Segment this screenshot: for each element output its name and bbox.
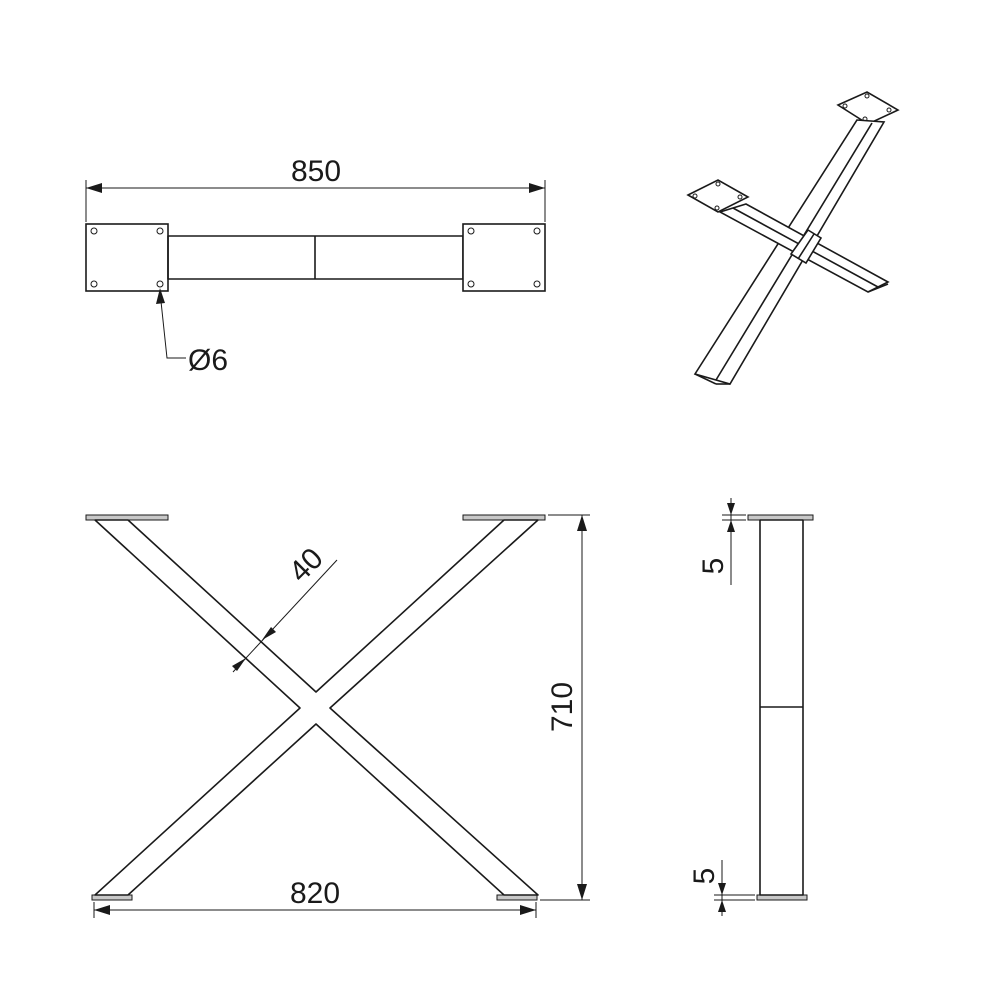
arrowhead [577, 884, 587, 900]
arrowhead [727, 503, 735, 515]
arrowhead [577, 515, 587, 531]
dim-text-710: 710 [546, 682, 579, 732]
mounting-hole [90, 227, 98, 235]
mounting-hole [715, 181, 721, 187]
iso-leg-long [693, 119, 886, 385]
side-view: 5 5 [688, 498, 814, 916]
mounting-hole [842, 103, 848, 109]
dim-text-850: 850 [291, 155, 341, 188]
arrowhead [156, 288, 165, 304]
mounting-hole [886, 107, 892, 113]
dim-line-40 [232, 559, 338, 673]
mounting-hole [737, 194, 743, 200]
mounting-hole [714, 205, 720, 211]
arrowhead [86, 183, 102, 193]
dim-text-5-top: 5 [697, 558, 730, 575]
arrowhead [718, 900, 726, 912]
mounting-hole [156, 280, 164, 288]
mounting-hole [90, 280, 98, 288]
arrowhead [232, 658, 246, 671]
arrowhead [262, 627, 276, 640]
top-view: 850 Ø6 [85, 155, 546, 377]
dim-text-hole-diameter: Ø6 [188, 344, 228, 377]
arrowhead [727, 520, 735, 532]
right-mounting-plate [462, 223, 546, 292]
arrowhead [529, 183, 545, 193]
dim-text-40: 40 [283, 542, 330, 589]
iso-leg-edge [797, 233, 815, 260]
iso-leg-foot [694, 373, 717, 385]
arrowhead [94, 905, 110, 915]
x-leg-outline [94, 519, 539, 896]
iso-leg-foot [867, 283, 889, 293]
mounting-hole [467, 227, 475, 235]
arrowhead [520, 905, 536, 915]
mounting-hole [533, 227, 541, 235]
mounting-hole [533, 280, 541, 288]
left-mounting-plate [85, 223, 169, 292]
arrowhead [718, 883, 726, 895]
iso-plate-top-right [836, 91, 900, 125]
mounting-hole [467, 280, 475, 288]
dim-text-5-bottom: 5 [688, 868, 721, 885]
front-view: 40 710 820 [85, 514, 590, 918]
mounting-hole [692, 193, 698, 199]
mounting-hole [864, 93, 870, 99]
dim-text-820: 820 [290, 877, 340, 910]
iso-plate-top-left [686, 179, 750, 213]
isometric-view [686, 91, 900, 385]
mounting-hole [156, 227, 164, 235]
hole-leader-line [159, 291, 186, 359]
